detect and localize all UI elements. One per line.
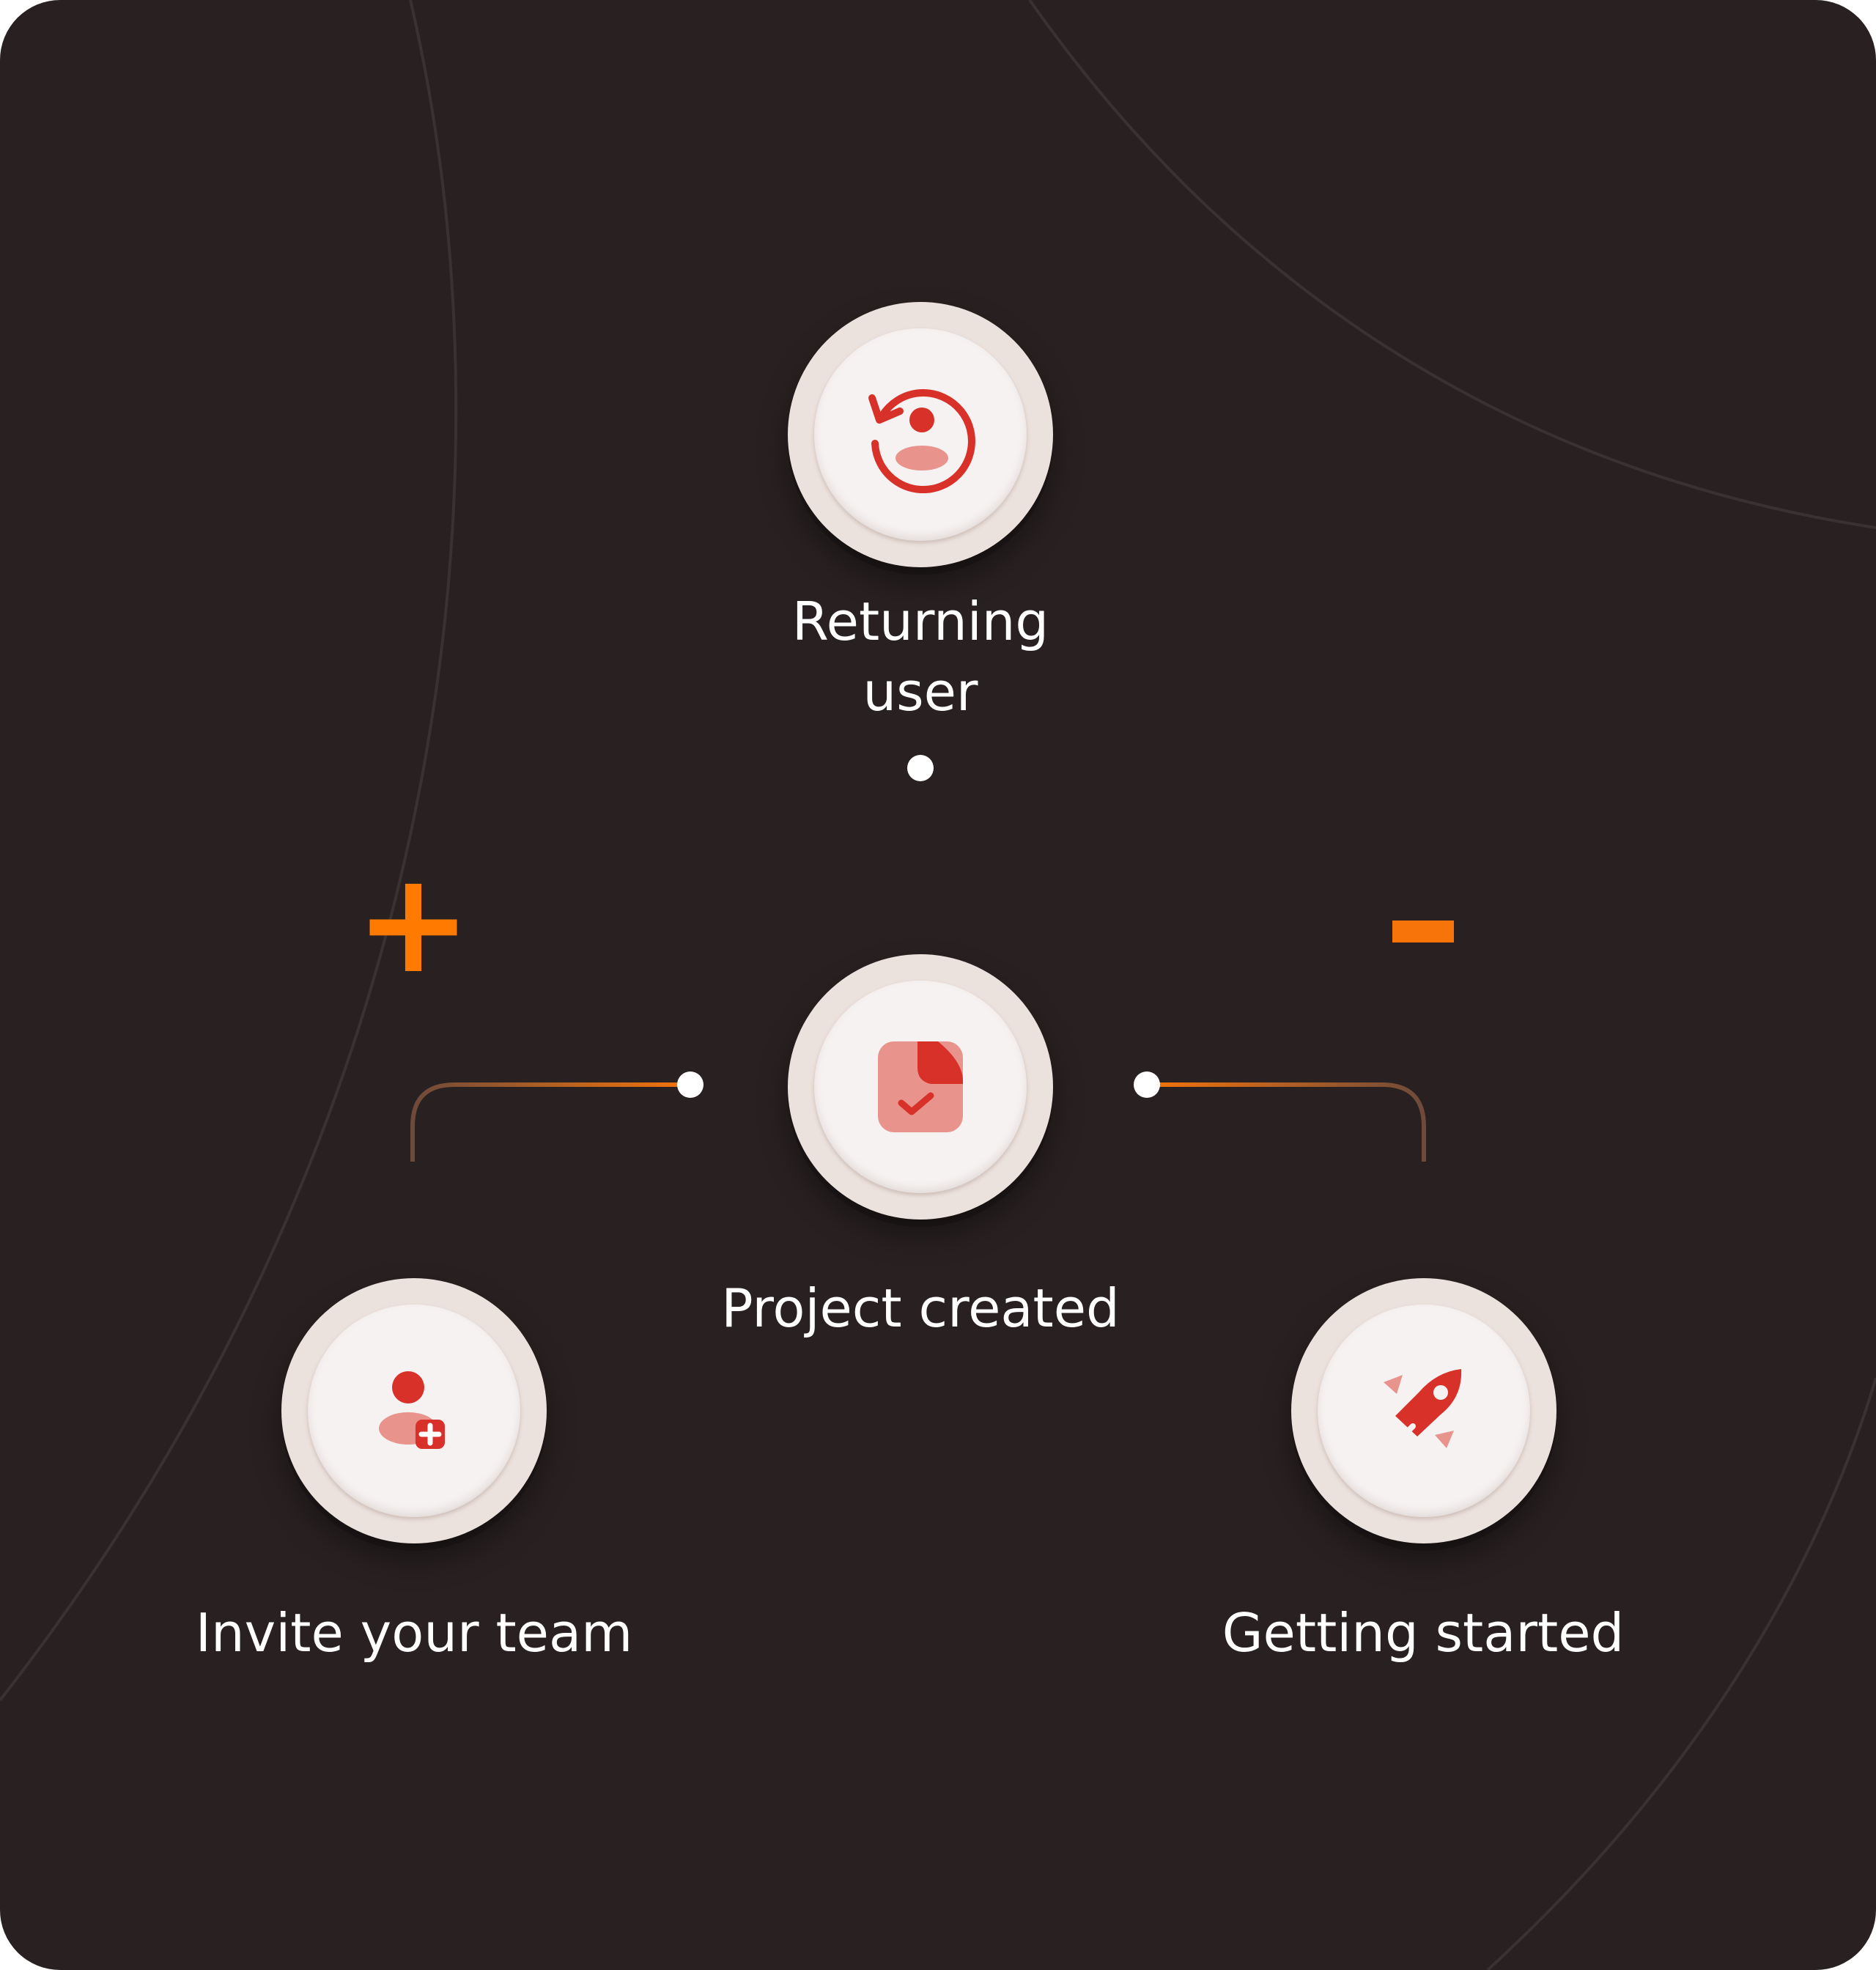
minus-sign [1392,921,1454,942]
label-returning-user: Returning user [791,591,1049,723]
plus-sign: + [355,842,472,1004]
node-project-created[interactable] [788,954,1053,1220]
label-project-created: Project created [721,1277,1120,1339]
label-getting-started: Getting started [1222,1602,1625,1664]
node-invite-team[interactable] [281,1278,547,1543]
node-returning-user[interactable] [788,302,1053,567]
connector-left [410,1082,690,1162]
label-invite-team: Invite your team [195,1602,633,1664]
user-add-icon [379,1371,445,1449]
user-refresh-icon [868,389,975,493]
rocket-icon [1384,1369,1462,1448]
connector-dot-top [907,755,934,781]
connector-dot-left [677,1071,704,1098]
connector-dot-right [1134,1071,1160,1098]
node-getting-started[interactable] [1291,1278,1556,1543]
connector-right [1147,1082,1426,1162]
document-check-icon [878,1041,963,1132]
